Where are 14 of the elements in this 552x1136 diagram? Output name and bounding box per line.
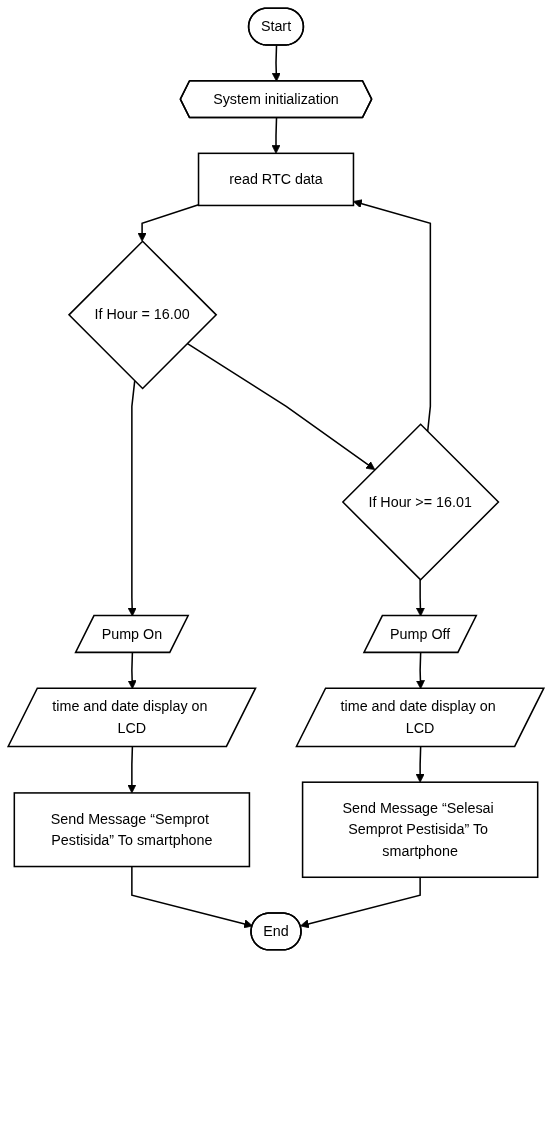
- arrow: [127, 746, 137, 794]
- arrow: [137, 204, 200, 242]
- node-box: Send Message “Semprot Pestisida” To smartphone: [13, 792, 251, 868]
- arrow: [271, 44, 281, 82]
- node-box: read RTC data: [197, 152, 355, 207]
- node-box: Send Message “Selesai Semprot Pestisida” To smartphone: [301, 781, 539, 879]
- arrow: [353, 199, 432, 433]
- node-diamond: If Hour = 16.00: [67, 240, 218, 390]
- arrow: [131, 865, 253, 929]
- arrow: [271, 117, 281, 154]
- arrow: [300, 876, 421, 929]
- arrow: [415, 746, 425, 783]
- arrow: [186, 342, 376, 470]
- node-diamond: If Hour >= 16.01: [341, 423, 500, 581]
